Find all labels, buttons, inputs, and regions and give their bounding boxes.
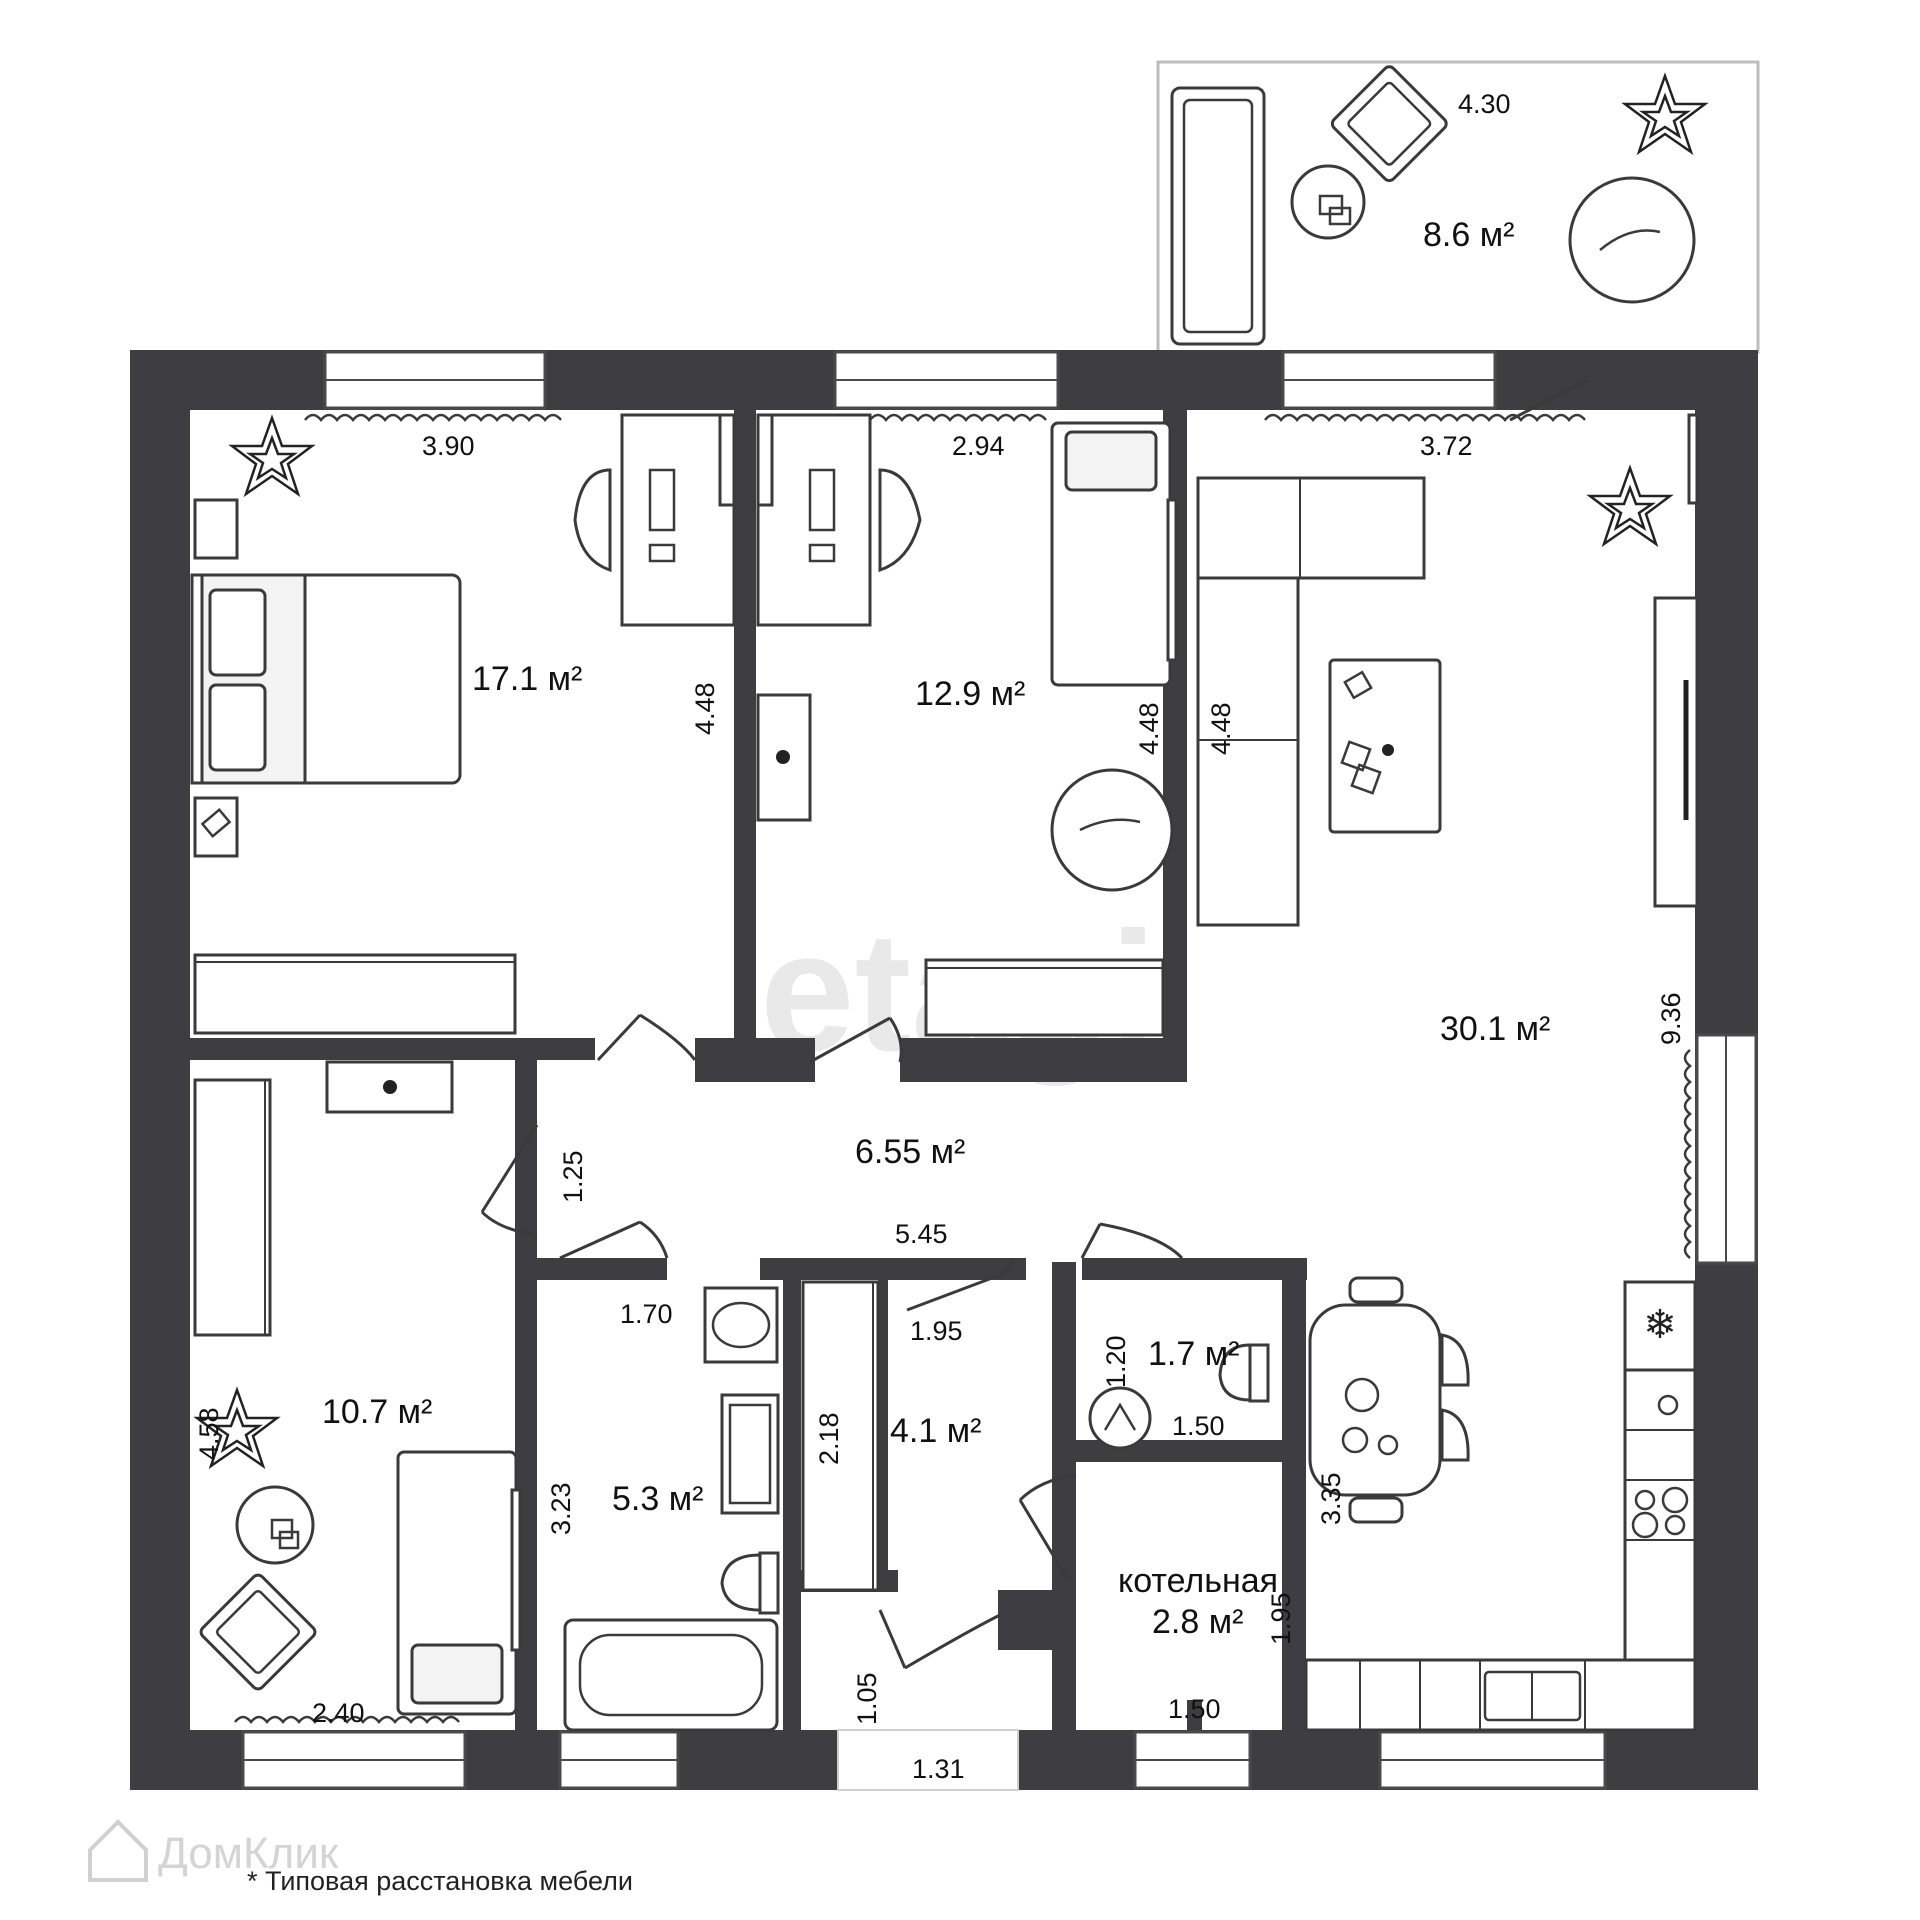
balcony: 4.30 8.6 м² [1156,60,1760,354]
balcony-sofa [1170,86,1266,346]
armchair [199,1573,317,1691]
bedroom-2: 2.94 12.9 м² 4.48 [756,413,1178,1037]
doors [480,378,1588,1670]
kitchen-counter [1623,1368,1697,1662]
bathroom-depth: 3.23 [546,1482,576,1535]
chair [878,468,922,573]
bathroom-area: 5.3 м² [612,1480,703,1518]
wc-area: 1.7 м² [1148,1335,1239,1373]
sink-icon [1088,1386,1152,1450]
living-kitchen: ❄ 3.72 30.1 м² 4.48 9.36 3.35 [1196,413,1699,1732]
bathtub-icon [563,1618,779,1732]
pouf-chair [1050,768,1174,892]
corridor-depth: 2.18 [814,1412,844,1465]
plant-icon [1586,464,1674,548]
dining-table [1308,1303,1442,1497]
snowflake-icon: ❄ [1643,1303,1677,1347]
house-icon [88,1819,148,1882]
bedroom-3-depth: 4.58 [194,1407,224,1460]
furniture-footnote: * Типовая расстановка мебели [247,1866,633,1896]
windows [241,350,1758,1791]
corridor-width: 1.95 [910,1316,963,1346]
nightstand [193,796,239,858]
boiler-room-area: 2.8 м² [1152,1603,1243,1641]
boiler-room-width: 1.50 [1168,1694,1221,1724]
balcony-area: 8.6 м² [1423,216,1514,254]
balcony-width: 4.30 [1458,89,1511,119]
hallway-width: 1.25 [558,1150,588,1203]
corridor: 4.1 м² 1.95 2.18 [801,1280,981,1592]
corridor-area: 4.1 м² [890,1412,981,1450]
desk [756,413,872,627]
footer: ДомКлик * Типовая расстановка мебели [88,1819,633,1896]
living-depth-c: 3.35 [1316,1472,1346,1525]
desk [620,413,736,627]
hallway-length: 5.45 [895,1219,948,1249]
brand-watermark: ДомКлик [158,1829,339,1878]
bedroom-1-width: 3.90 [422,431,475,461]
vestibule-width: 1.31 [912,1754,965,1784]
fridge [1623,1280,1697,1372]
plant-icon [1621,72,1709,156]
wardrobe [193,953,517,1035]
bedroom-3-width: 2.40 [312,1698,365,1728]
sink-icon [720,1393,780,1515]
bedroom-2-depth: 4.48 [1134,702,1164,755]
wc-depth: 1.20 [1101,1335,1131,1388]
balcony-side-table [1290,164,1366,240]
vestibule: 1.31 1.05 [852,1672,965,1784]
living-depth-b: 9.36 [1656,992,1686,1045]
balcony-round-chair [1568,176,1696,304]
tv-stand [1653,596,1699,908]
bedroom-1-depth: 4.48 [690,682,720,735]
plant-icon [193,1386,281,1470]
nightstand [193,498,239,560]
wc: 1.7 м² 1.50 1.20 [1088,1335,1270,1450]
bedroom-2-area: 12.9 м² [915,675,1025,713]
bedroom-3-area: 10.7 м² [322,1393,432,1431]
washing-machine [703,1286,779,1364]
boiler-room: котельная 2.8 м² 1.50 1.95 [1118,1562,1296,1724]
hallway-area: 6.55 м² [855,1133,965,1171]
side-table [235,1485,315,1565]
boiler-room-depth: 1.95 [1266,1592,1296,1645]
bedroom-2-width: 2.94 [952,431,1005,461]
bathroom: 1.70 5.3 м² 3.23 [546,1286,780,1732]
bedroom-1: 3.90 17.1 м² 4.48 [190,413,736,1035]
wc-width: 1.50 [1172,1411,1225,1441]
bedroom-3: 10.7 м² 2.40 4.58 [193,1060,522,1728]
bedroom-1-area: 17.1 м² [472,660,582,698]
wardrobe [801,1280,880,1592]
wardrobe [193,1078,272,1337]
toilet-icon [720,1553,762,1612]
balcony-armchair [1330,65,1448,183]
boiler-room-name: котельная [1118,1562,1278,1600]
vestibule-depth: 1.05 [852,1672,882,1725]
toilet-icon [1218,1343,1252,1402]
chair [573,468,612,573]
living-area: 30.1 м² [1440,1010,1550,1048]
living-depth-a: 4.48 [1206,702,1236,755]
wardrobe [924,958,1165,1037]
hallway: 6.55 м² 5.45 1.25 [558,1133,965,1249]
plant-icon [228,414,316,498]
living-width: 3.72 [1420,431,1473,461]
bathroom-width: 1.70 [620,1299,673,1329]
